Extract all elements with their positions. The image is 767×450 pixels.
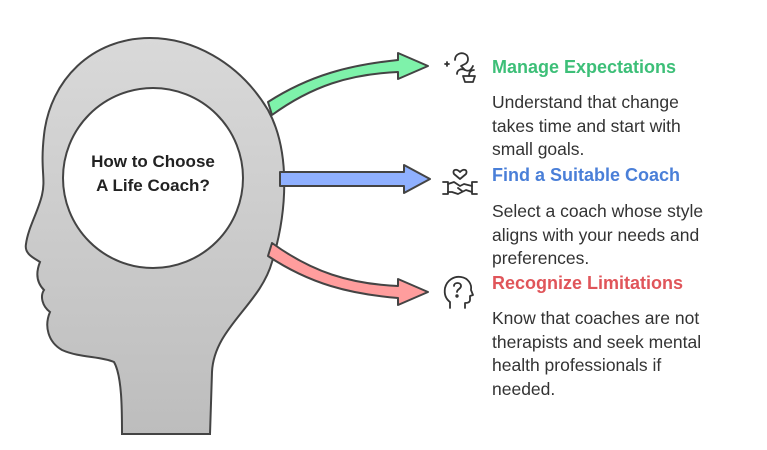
desc-line: therapists and seek mental xyxy=(492,331,702,352)
center-question: How to Choose A Life Coach? xyxy=(70,150,236,198)
desc-manage-expectations: Understand that change takes time and st… xyxy=(492,91,754,162)
desc-line: health professionals if xyxy=(492,355,662,375)
title-find-suitable-coach: Find a Suitable Coach xyxy=(492,165,681,185)
arrow-manage-expectations xyxy=(267,52,429,116)
desc-line: small goals. xyxy=(492,139,585,159)
arrow-find-suitable-coach xyxy=(279,164,431,194)
title-manage-expectations: Manage Expectations xyxy=(492,57,677,77)
head-question-icon xyxy=(443,275,474,309)
desc-line: Understand that change xyxy=(492,92,679,112)
desc-line: Select a coach whose style xyxy=(492,201,704,221)
arrow-recognize-limitations xyxy=(267,242,429,306)
desc-recognize-limitations: Know that coaches are not therapists and… xyxy=(492,307,754,401)
center-title-line-2: A Life Coach? xyxy=(96,176,210,195)
center-circle xyxy=(62,87,244,269)
desc-find-suitable-coach: Select a coach whose style aligns with y… xyxy=(492,200,754,271)
center-title-line-1: How to Choose xyxy=(91,152,215,171)
desc-line: Know that coaches are not xyxy=(492,308,700,328)
desc-line: aligns with your needs and xyxy=(492,224,700,245)
person-with-plant-icon xyxy=(444,52,476,83)
desc-line: needed. xyxy=(492,378,556,399)
desc-line: takes time and start with xyxy=(492,115,681,136)
title-recognize-limitations: Recognize Limitations xyxy=(492,273,684,293)
handshake-heart-icon xyxy=(442,168,478,195)
desc-line: preferences. xyxy=(492,248,590,268)
